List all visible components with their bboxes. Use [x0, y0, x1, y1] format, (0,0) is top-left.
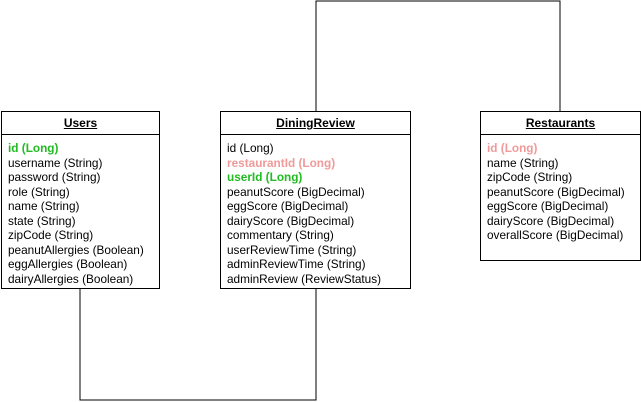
attribute: adminReview (ReviewStatus) [227, 271, 382, 286]
attribute: zipCode (String) [8, 228, 94, 242]
attribute: name (String) [487, 155, 559, 170]
attribute: id (Long) [487, 141, 538, 155]
connector-diningreview-restaurants [315, 0, 561, 111]
attribute: name (String) [8, 199, 80, 213]
attribute: peanutScore (BigDecimal) [227, 184, 365, 199]
attribute-list: id (Long) name (String) zipCode (String)… [481, 135, 640, 243]
attribute: zipCode (String) [487, 170, 573, 184]
entity-title: Restaurants [481, 112, 640, 135]
entity-dining-review[interactable]: DiningReview id (Long) restaurantId (Lon… [220, 111, 411, 289]
connector-users-diningreview [79, 289, 317, 401]
attribute: eggAllergies (Boolean) [8, 257, 128, 271]
attribute: role (String) [8, 184, 70, 199]
attribute: id (Long) [8, 141, 59, 155]
attribute: eggScore (BigDecimal) [487, 199, 609, 213]
attribute: commentary (String) [227, 228, 334, 242]
attribute: overallScore (BigDecimal) [487, 228, 624, 242]
attribute-list: id (Long) restaurantId (Long) userId (Lo… [221, 135, 410, 286]
attribute: dairyScore (BigDecimal) [227, 213, 355, 228]
attribute: password (String) [8, 170, 101, 184]
entity-title: Users [2, 112, 159, 135]
entity-users[interactable]: Users id (Long) username (String) passwo… [1, 111, 160, 289]
attribute: eggScore (BigDecimal) [227, 199, 349, 213]
attribute: userId (Long) [227, 170, 303, 184]
attribute: peanutScore (BigDecimal) [487, 184, 625, 199]
entity-title: DiningReview [221, 112, 410, 135]
attribute: restaurantId (Long) [227, 155, 336, 170]
attribute: id (Long) [227, 141, 274, 155]
entity-restaurants[interactable]: Restaurants id (Long) name (String) zipC… [480, 111, 641, 261]
attribute: peanutAllergies (Boolean) [8, 242, 144, 257]
attribute: dairyScore (BigDecimal) [487, 213, 615, 228]
attribute: state (String) [8, 213, 76, 228]
attribute: adminReviewTime (String) [227, 257, 366, 271]
attribute: username (String) [8, 155, 103, 170]
attribute: dairyAllergies (Boolean) [8, 271, 134, 286]
attribute: userReviewTime (String) [227, 242, 357, 257]
attribute-list: id (Long) username (String) password (St… [2, 135, 159, 286]
